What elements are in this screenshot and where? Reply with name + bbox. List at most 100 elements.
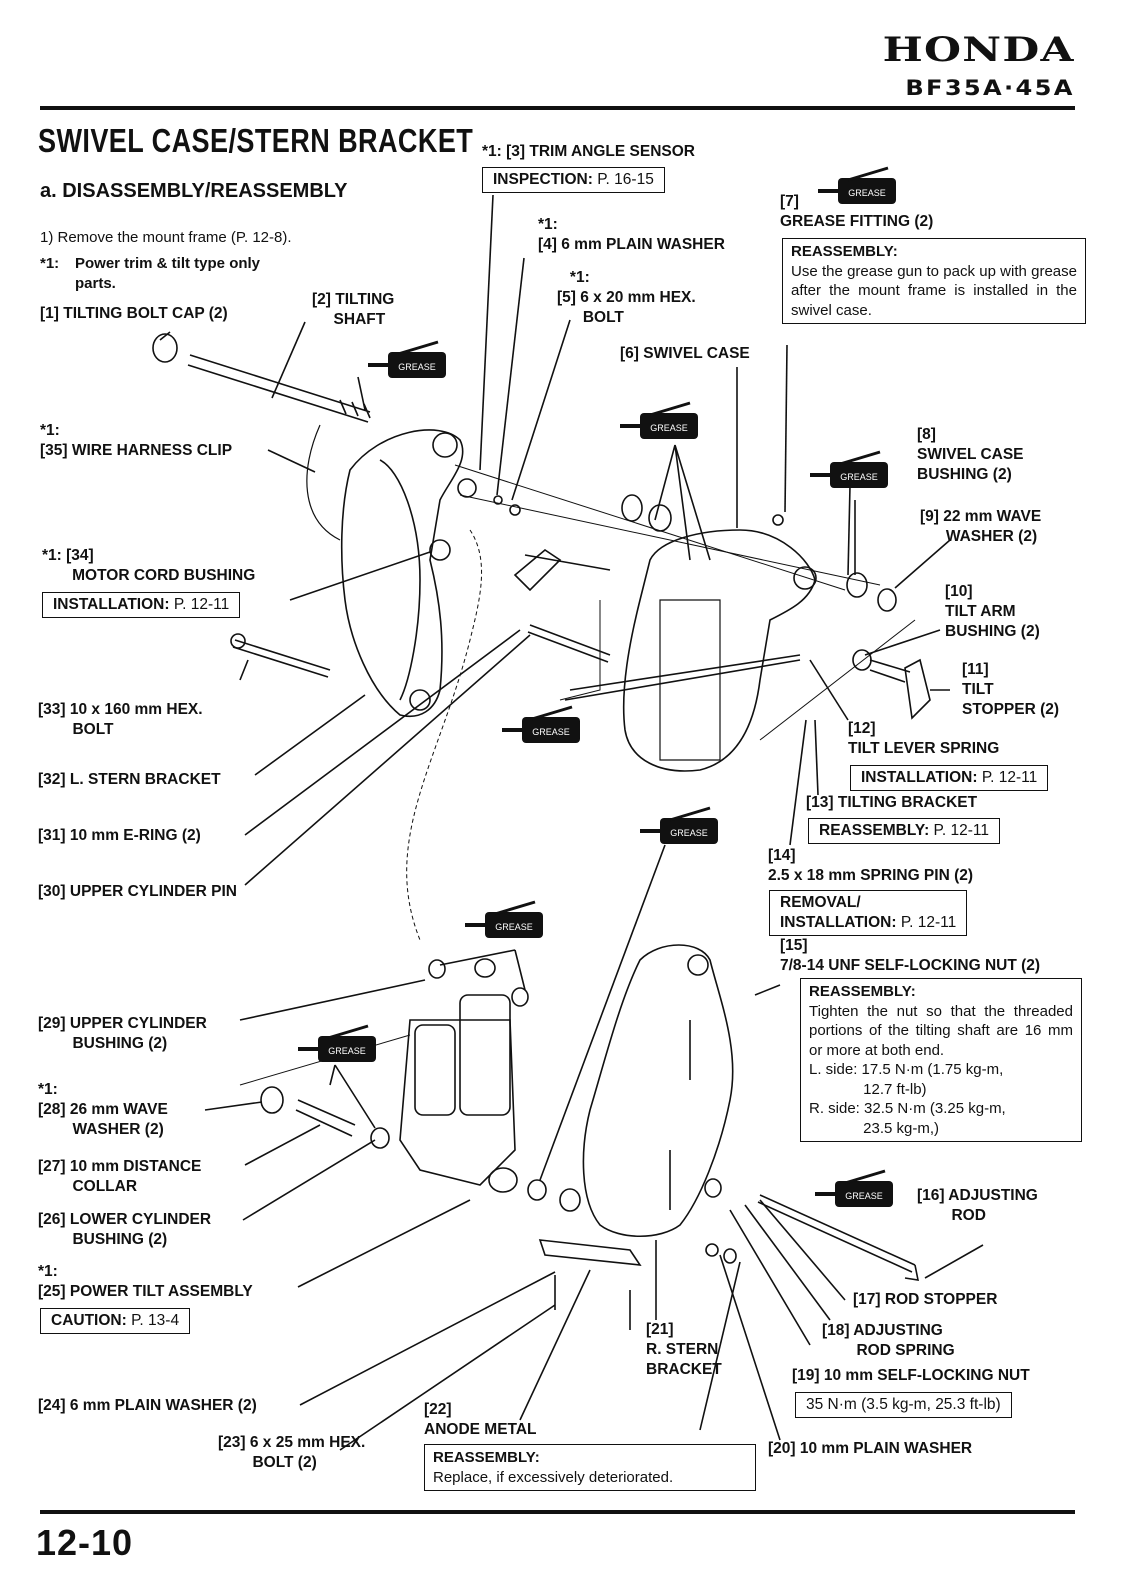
part-label-33: [33] 10 x 160 mm HEX. BOLT — [38, 701, 203, 738]
part-label-34: *1: [34] MOTOR CORD BUSHING — [42, 547, 256, 584]
step-1-text: 1) Remove the mount frame (P. 12-8). — [40, 229, 292, 246]
part-13-ref-box: REASSEMBLY: P. 12-11 — [808, 818, 1001, 844]
grease-icon: GREASE — [502, 705, 580, 743]
part-label-21: [21] R. STERN BRACKET — [646, 1321, 722, 1378]
part-label-18: [18] ADJUSTING ROD SPRING — [822, 1322, 955, 1359]
part-label-7: [7] GREASE FITTING (2) — [780, 193, 934, 230]
grease-icon: GREASE — [815, 1169, 893, 1207]
footnote-text: Power trim & tilt type only parts. — [75, 255, 261, 292]
ref-page: P. 12-11 — [896, 914, 957, 931]
part-label-25: *1: [25] POWER TILT ASSEMBLY — [38, 1263, 253, 1300]
part-label-27: [27] 10 mm DISTANCE COLLAR — [38, 1158, 202, 1195]
svg-text:GREASE: GREASE — [495, 922, 533, 932]
part-label-16: [16] ADJUSTING ROD — [917, 1187, 1038, 1224]
part-label-31: [31] 10 mm E-RING (2) — [38, 827, 201, 844]
grease-icon: GREASE — [818, 166, 896, 204]
part-label-8: [8] SWIVEL CASE BUSHING (2) — [917, 426, 1024, 483]
part-label-1: [1] TILTING BOLT CAP (2) — [40, 305, 228, 322]
svg-text:GREASE: GREASE — [848, 188, 886, 198]
part-label-13: [13] TILTING BRACKET — [806, 794, 978, 811]
ref-page: P. 16-15 — [592, 171, 654, 188]
part-label-28: *1: [28] 26 mm WAVE WASHER (2) — [38, 1081, 168, 1138]
model-name: BF35A·45A — [905, 76, 1075, 100]
part-3-ref-box: INSPECTION: P. 16-15 — [482, 167, 665, 193]
part-label-14: [14] 2.5 x 18 mm SPRING PIN (2) — [768, 847, 974, 884]
svg-text:GREASE: GREASE — [670, 828, 708, 838]
grease-icon: GREASE — [810, 450, 888, 488]
note-head: REASSEMBLY: — [791, 243, 898, 260]
ref-page: P. 13-4 — [126, 1312, 180, 1329]
grease-gun-icons: GREASE GREASE GREASE GREASE GREASE — [298, 166, 896, 1207]
part-12-ref-box: INSTALLATION: P. 12-11 — [850, 765, 1049, 791]
ref-page: P. 12-11 — [929, 822, 990, 839]
part-label-9: [9] 22 mm WAVE WASHER (2) — [920, 508, 1042, 545]
part-label-19: [19] 10 mm SELF-LOCKING NUT — [792, 1367, 1030, 1384]
part-label-32: [32] L. STERN BRACKET — [38, 771, 221, 788]
grease-icon: GREASE — [298, 1024, 376, 1062]
ref-page: P. 12-11 — [977, 769, 1038, 786]
part-label-4: *1: [4] 6 mm PLAIN WASHER — [538, 216, 725, 253]
part-label-12: [12] TILT LEVER SPRING — [848, 720, 1000, 757]
ref-page: P. 12-11 — [169, 596, 230, 613]
grease-icon: GREASE — [465, 900, 543, 938]
tilting-shaft-shape — [187, 354, 371, 423]
svg-text:GREASE: GREASE — [650, 423, 688, 433]
part-15-note-box: REASSEMBLY: Tighten the nut so that the … — [800, 978, 1082, 1142]
part-label-17: [17] ROD STOPPER — [853, 1291, 998, 1308]
note-head: REASSEMBLY: — [809, 983, 916, 1000]
power-tilt-assembly-shape — [399, 1019, 516, 1186]
brand-header: HONDA BF35A·45A — [883, 30, 1075, 100]
part-label-5: *1: [5] 6 x 20 mm HEX. BOLT — [557, 269, 696, 326]
brand-logo: HONDA — [882, 30, 1075, 70]
page-number: 12-10 — [36, 1522, 134, 1563]
svg-text:GREASE: GREASE — [840, 472, 878, 482]
part-label-29: [29] UPPER CYLINDER BUSHING (2) — [38, 1015, 207, 1052]
part-label-30: [30] UPPER CYLINDER PIN — [38, 883, 237, 900]
ref-head: INSTALLATION: — [861, 769, 978, 786]
part-label-2: [2] TILTING SHAFT — [312, 291, 395, 328]
svg-text:GREASE: GREASE — [532, 727, 570, 737]
right-stern-bracket-shape — [582, 944, 734, 1238]
svg-text:GREASE: GREASE — [845, 1191, 883, 1201]
part-label-23: [23] 6 x 25 mm HEX. BOLT (2) — [218, 1434, 366, 1471]
ref-head: INSPECTION: — [493, 171, 593, 188]
part-22-note-box: REASSEMBLY: Replace, if excessively dete… — [424, 1444, 756, 1491]
part-label-6: [6] SWIVEL CASE — [620, 345, 750, 362]
torque-right-side: R. side: 32.5 N·m (3.25 kg-m, 23.5 kg-m,… — [809, 1100, 1006, 1137]
part-label-35: *1: [35] WIRE HARNESS CLIP — [40, 422, 233, 459]
part-label-10: [10] TILT ARM BUSHING (2) — [945, 583, 1040, 640]
left-stern-bracket-shape — [340, 429, 464, 717]
note-text: Tighten the nut so that the threaded por… — [809, 1002, 1073, 1059]
grease-icon: GREASE — [368, 340, 446, 378]
footer-rule — [40, 1510, 1075, 1514]
part-label-11: [11] TILT STOPPER (2) — [962, 661, 1060, 718]
part-25-ref-box: CAUTION: P. 13-4 — [40, 1308, 191, 1334]
part-34-ref-box: INSTALLATION: P. 12-11 — [42, 592, 241, 618]
part-14-ref-box: REMOVAL/ INSTALLATION: P. 12-11 — [769, 890, 968, 936]
part-19-torque-box: 35 N·m (3.5 kg-m, 25.3 ft-lb) — [795, 1392, 1012, 1418]
swivel-case-shape — [622, 529, 816, 772]
part-label-26: [26] LOWER CYLINDER BUSHING (2) — [38, 1211, 212, 1248]
note-head: REASSEMBLY: — [433, 1449, 540, 1466]
footnote-mark: *1: — [40, 255, 60, 272]
section-subtitle: a. DISASSEMBLY/REASSEMBLY — [40, 180, 348, 202]
ref-head: CAUTION: — [51, 1312, 127, 1329]
ref-head: INSTALLATION: — [53, 596, 170, 613]
grease-icon: GREASE — [620, 401, 698, 439]
torque-left-side: L. side: 17.5 N·m (1.75 kg-m, 12.7 ft-lb… — [809, 1061, 1004, 1098]
note-text: Use the grease gun to pack up with greas… — [791, 262, 1077, 319]
part-label-15: [15] 7/8-14 UNF SELF-LOCKING NUT (2) — [780, 937, 1041, 974]
note-text: Replace, if excessively deteriorated. — [433, 1468, 674, 1486]
header-rule — [40, 106, 1075, 110]
svg-text:GREASE: GREASE — [328, 1046, 366, 1056]
svg-text:GREASE: GREASE — [398, 362, 436, 372]
part-label-3: *1: [3] TRIM ANGLE SENSOR — [482, 143, 695, 160]
part-7-note-box: REASSEMBLY: Use the grease gun to pack u… — [782, 238, 1086, 324]
part-label-22: [22] ANODE METAL — [424, 1401, 537, 1438]
page-title: SWIVEL CASE/STERN BRACKET — [38, 122, 474, 159]
part-label-24: [24] 6 mm PLAIN WASHER (2) — [38, 1397, 257, 1414]
ref-head: REASSEMBLY: — [819, 822, 930, 839]
ref-head: REMOVAL/ INSTALLATION: — [780, 894, 897, 931]
part-label-20: [20] 10 mm PLAIN WASHER — [768, 1440, 973, 1457]
